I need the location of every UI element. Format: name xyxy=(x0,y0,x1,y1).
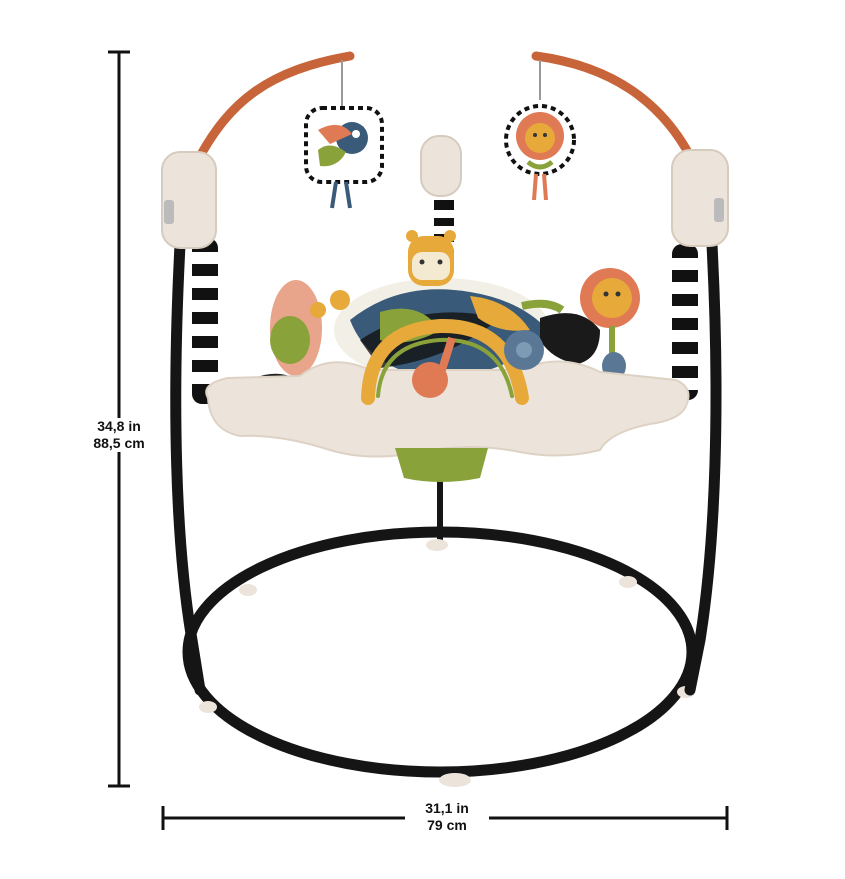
height-metric: 88,5 cm xyxy=(93,435,145,451)
gear-toy xyxy=(504,330,544,370)
toucan-icon xyxy=(304,60,384,209)
width-imperial: 31,1 in xyxy=(425,800,469,816)
toy-arch-right xyxy=(531,51,695,161)
clamp-left xyxy=(161,151,217,249)
giraffe-icon xyxy=(406,230,456,286)
width-metric: 79 cm xyxy=(427,817,467,833)
lion-icon xyxy=(504,60,576,201)
height-label: 34,8 in 88,5 cm xyxy=(88,418,150,452)
clamp-right xyxy=(671,149,729,247)
striped-spring-right xyxy=(672,244,698,400)
striped-spring-left xyxy=(192,238,218,404)
base-ring xyxy=(182,475,698,787)
coral-teether xyxy=(412,336,456,398)
frame-legs xyxy=(170,239,722,696)
piano-toy xyxy=(521,299,600,364)
width-label: 31,1 in 79 cm xyxy=(405,800,489,834)
seat-tray xyxy=(205,360,690,482)
spinner-toy-left xyxy=(256,280,350,387)
toy-arch-left xyxy=(193,51,355,165)
height-imperial: 34,8 in xyxy=(97,418,141,434)
